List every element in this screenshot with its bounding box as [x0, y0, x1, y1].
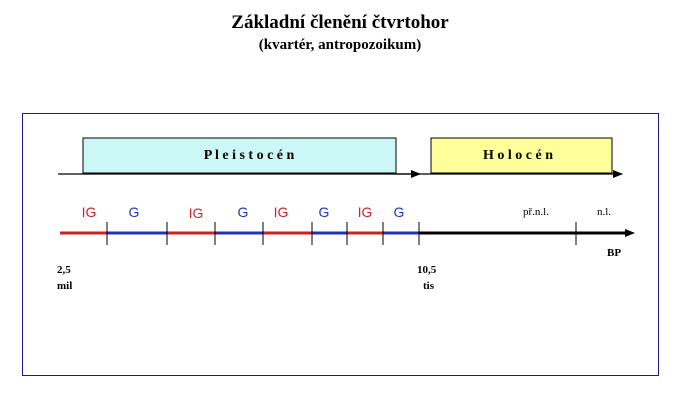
diagram-frame — [22, 113, 659, 376]
diagram-title: Základní členění čtvrtohor — [231, 12, 449, 33]
period-label: G — [394, 204, 405, 220]
pleistocene-box — [82, 137, 397, 174]
period-label: IG — [189, 205, 204, 221]
holocene-label: H o l o c é n — [483, 148, 553, 163]
pleistocene-epoch: P l e i s t o c é n — [82, 137, 421, 178]
axis-ticks — [106, 222, 577, 245]
pleistocene-label: P l e i s t o c é n — [204, 148, 295, 163]
diagram-subtitle: (kvartér, antropozoikum) — [258, 37, 422, 53]
axis-end-label: BP — [607, 247, 621, 259]
axis-start-value: 2,5 — [57, 264, 71, 276]
holocene-epoch: H o l o c é n — [430, 137, 613, 174]
period-labels: IG G IG G IG G IG G — [82, 204, 405, 221]
period-label: G — [129, 204, 140, 220]
ad-marker: n.l. — [597, 206, 611, 218]
period-label: IG — [358, 204, 373, 220]
period-label: IG — [82, 204, 97, 220]
period-label: G — [319, 204, 330, 220]
axis-mid-unit: tis — [423, 280, 435, 292]
bc-marker: př.n.l. — [523, 206, 549, 218]
period-label: IG — [274, 204, 289, 220]
holocene-box — [430, 137, 613, 174]
axis-mid-value: 10,5 — [417, 264, 437, 276]
axis-start-unit: mil — [57, 280, 72, 292]
period-label: G — [238, 204, 249, 220]
